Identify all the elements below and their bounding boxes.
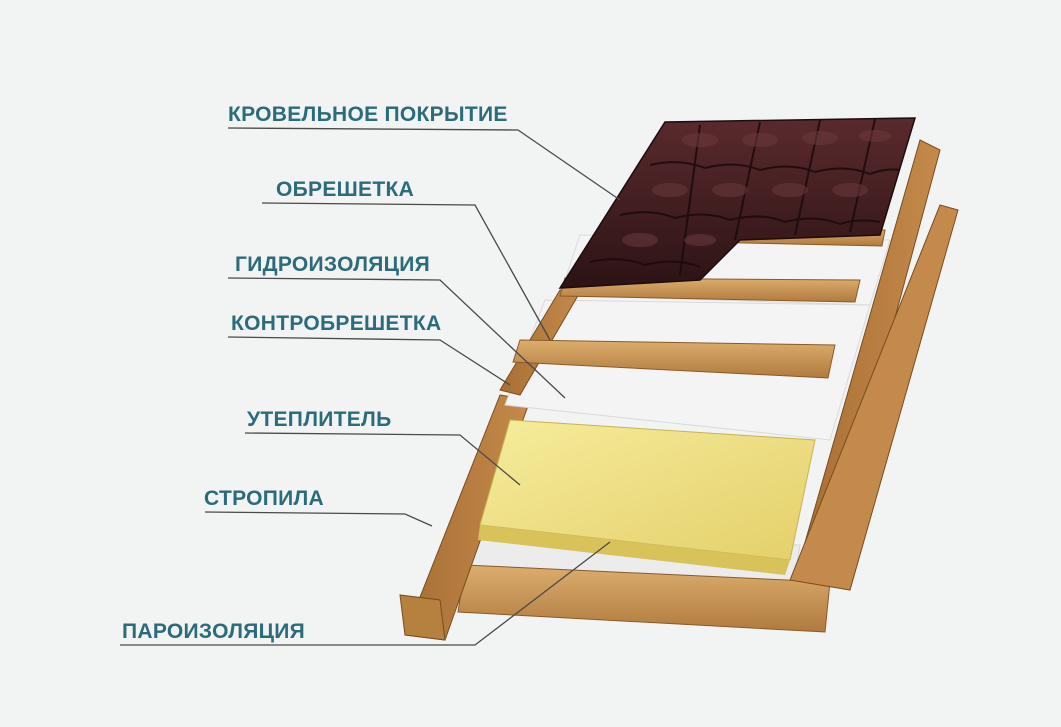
- label-counter-battens: КОНТРОБРЕШЕТКА: [231, 312, 442, 335]
- label-rafters: СТРОПИЛА: [204, 487, 325, 510]
- left-rafter-bottom: [399, 594, 446, 641]
- leader-line-vapor-barrier: [120, 541, 611, 646]
- leader-line-insulation: [244, 432, 521, 486]
- leader-line-counter-battens: [227, 336, 511, 386]
- leader-line-roofing: [227, 127, 621, 201]
- label-waterproofing: ГИДРОИЗОЛЯЦИЯ: [235, 253, 431, 276]
- batten-row-lower: [512, 339, 836, 379]
- label-vapor-barrier: ПАРОИЗОЛЯЦИЯ: [122, 620, 306, 643]
- insulation-front: [478, 525, 790, 575]
- roof-tiles: [558, 117, 917, 289]
- leader-line-rafters: [204, 511, 433, 527]
- label-battens: ОБРЕШЕТКА: [276, 178, 415, 201]
- label-roofing: КРОВЕЛЬНОЕ ПОКРЫТИЕ: [228, 103, 508, 126]
- leader-line-battens: [261, 202, 551, 341]
- right-edge-boards: [789, 204, 959, 591]
- leader-line-waterproofing: [227, 277, 566, 399]
- label-insulation: УТЕПЛИТЕЛЬ: [247, 408, 392, 431]
